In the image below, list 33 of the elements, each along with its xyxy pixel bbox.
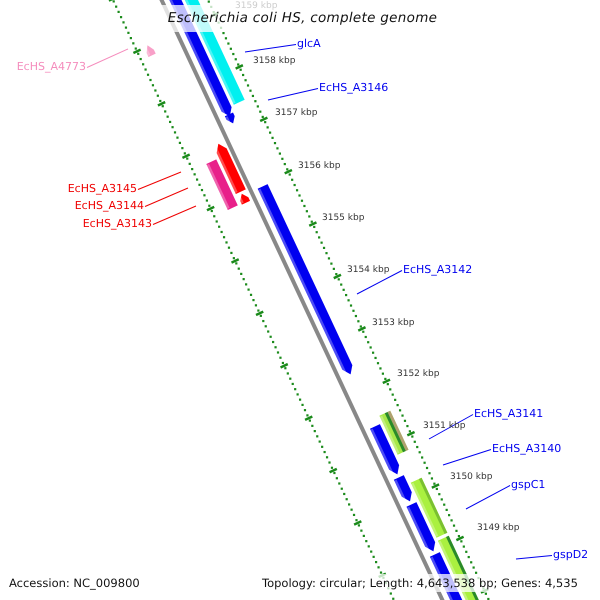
scale-label: 3157 kbp (275, 108, 318, 119)
leader-line (442, 449, 492, 466)
gene-label: EcHS_A3143 (82, 217, 152, 230)
gene-label: EcHS_A3140 (492, 442, 562, 455)
leader-line (152, 206, 196, 225)
scale-label: 3149 kbp (477, 523, 520, 534)
gene-label: EcHS_A3144 (74, 199, 144, 212)
scale-label: 3156 kbp (298, 161, 340, 172)
leader-line (144, 188, 188, 207)
gene-label: EcHS_A3142 (403, 263, 472, 276)
scale-label: 3158 kbp (253, 56, 296, 67)
gene-label: gspD2 (553, 548, 588, 561)
scale-label: 3153 kbp (372, 318, 414, 329)
scale-label: 3152 kbp (397, 369, 440, 380)
leader-line (244, 44, 296, 52)
gene-label: EcHS_A3145 (68, 182, 137, 195)
scale-label: 3150 kbp (450, 472, 492, 483)
leader-line (516, 555, 552, 560)
scale-label: 3154 kbp (347, 265, 390, 276)
accession-text: Accession: NC_009800 (9, 575, 140, 592)
leader-line (86, 48, 128, 68)
leader-line (466, 485, 510, 510)
gene-label: glcA (297, 37, 321, 50)
gene-label: gspC1 (511, 478, 546, 491)
gene-label: EcHS_A3146 (319, 81, 388, 94)
scale-label: 3151 kbp (423, 421, 466, 432)
leader-line (138, 172, 182, 190)
gene-label: EcHS_A4773 (16, 60, 86, 73)
scale-label: 3155 kbp (322, 213, 364, 224)
leader-line (428, 414, 474, 440)
leader-line (356, 270, 402, 294)
gene-label: EcHS_A3141 (474, 407, 544, 420)
leader-line (268, 88, 318, 100)
